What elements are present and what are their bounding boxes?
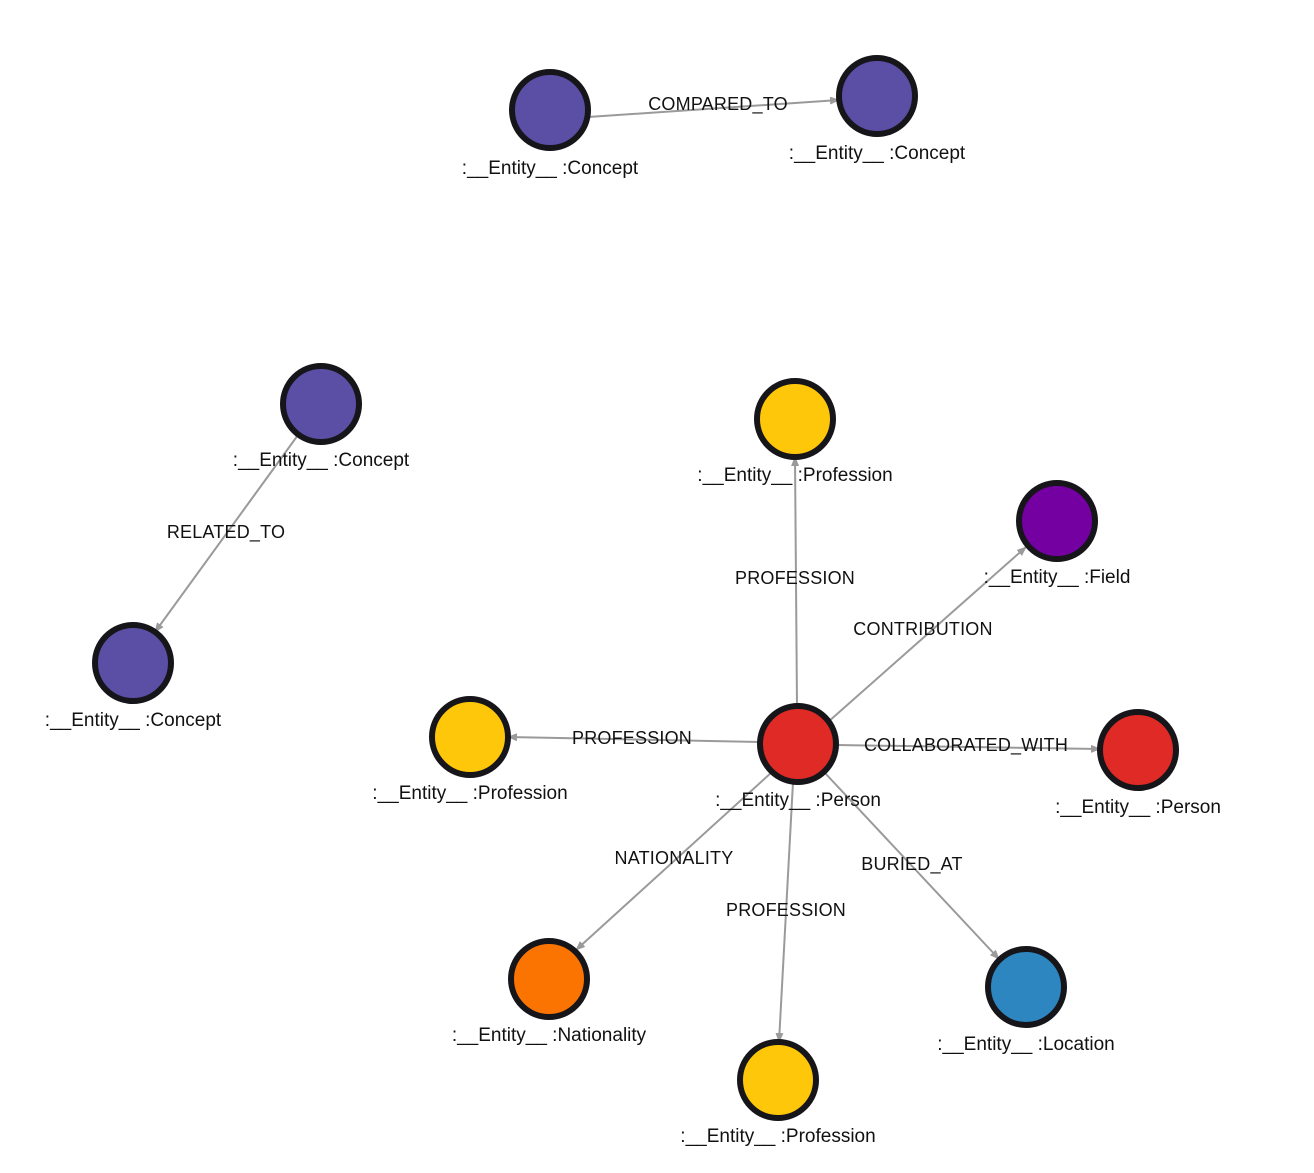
graph-node-location[interactable] [985,946,1067,1028]
node-label: :__Entity__ :Location [937,1034,1114,1055]
nodes-layer [92,55,1179,1121]
graph-edge[interactable] [507,733,761,743]
node-label: :__Entity__ :Profession [372,783,567,804]
edge-labels-layer: COMPARED_TO RELATED_TO PROFESSION CONTRIBUT… [167,94,1068,920]
graph-node-profession[interactable] [429,696,511,778]
edge-label: PROFESSION [726,900,846,920]
edge-label: COLLABORATED_WITH [864,735,1068,756]
edge-label: PROFESSION [735,568,855,588]
graph-edge[interactable] [154,434,299,633]
graph-edge[interactable] [835,744,1101,753]
node-label: :__Entity__ :Person [1055,797,1221,818]
graph-node-concept[interactable] [836,55,918,137]
node-label: :__Entity__ :Field [984,567,1131,588]
node-labels-layer: :__Entity__ :Concept :__Entity__ :Concept… [45,143,1221,1147]
node-label: :__Entity__ :Profession [680,1126,875,1147]
graph-node-person[interactable] [1097,709,1179,791]
graph-edge[interactable] [791,456,800,707]
graph-node-concept[interactable] [280,363,362,445]
edge-label: NATIONALITY [615,848,734,868]
edge-label: RELATED_TO [167,522,285,543]
edge-label: BURIED_AT [861,854,963,875]
graph-node-profession[interactable] [737,1039,819,1121]
edge-label: CONTRIBUTION [853,619,992,639]
graph-node-field[interactable] [1016,480,1098,562]
node-label: :__Entity__ :Profession [697,465,892,486]
edges-layer [154,96,1101,1043]
graph-edge[interactable] [827,546,1027,723]
graph-edge[interactable] [575,771,773,951]
graph-node-concept[interactable] [509,69,591,151]
graph-node-nationality[interactable] [508,938,590,1020]
edge-label: COMPARED_TO [648,94,788,115]
node-label: :__Entity__ :Person [715,790,881,811]
node-label: :__Entity__ :Concept [462,158,639,179]
graph-node-person[interactable] [757,703,839,785]
graph-node-concept[interactable] [92,622,174,704]
graph-edge[interactable] [824,772,1000,960]
node-label: :__Entity__ :Concept [789,143,966,164]
graph-edge[interactable] [587,96,840,118]
node-label: :__Entity__ :Concept [45,710,222,731]
node-label: :__Entity__ :Nationality [452,1025,647,1046]
graph-node-profession[interactable] [754,378,836,460]
node-label: :__Entity__ :Concept [233,450,410,471]
edge-label: PROFESSION [572,728,692,748]
graph-edge[interactable] [775,781,794,1043]
